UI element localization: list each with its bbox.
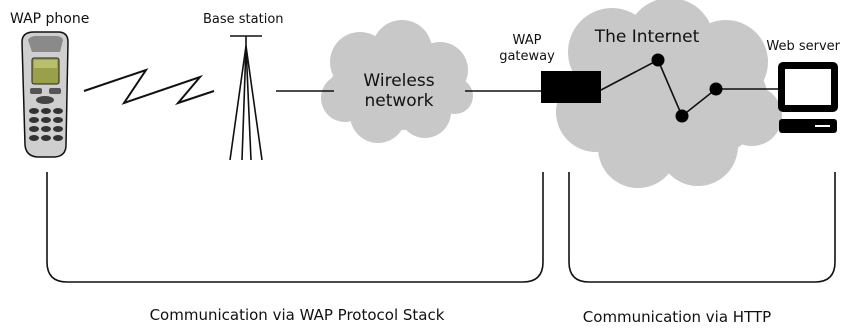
wireless-network-label-line2: network bbox=[364, 91, 433, 111]
wap-gateway-label-line1: WAP bbox=[513, 33, 542, 48]
internet-cloud bbox=[556, 0, 782, 188]
http-span-label: Communication via HTTP bbox=[583, 308, 771, 326]
internet-routing-graph bbox=[600, 53, 780, 123]
mobile-phone-icon bbox=[21, 31, 69, 158]
radio-link-zigzag bbox=[83, 68, 215, 106]
wap-span-label: Communication via WAP Protocol Stack bbox=[150, 306, 445, 324]
wireless-network-label-line1: Wireless bbox=[363, 71, 434, 91]
antenna-tower-icon bbox=[229, 35, 263, 161]
web-server-label: Web server bbox=[766, 39, 840, 54]
wap-gateway-label-line2: gateway bbox=[499, 49, 555, 64]
computer-monitor-icon bbox=[778, 62, 838, 133]
http-span-bracket bbox=[568, 172, 836, 283]
gateway-box-icon bbox=[541, 71, 601, 103]
internet-label: The Internet bbox=[594, 27, 700, 47]
base-station-label: Base station bbox=[203, 12, 284, 27]
router-node bbox=[675, 109, 689, 123]
wireless-network-cloud bbox=[321, 20, 473, 143]
router-node bbox=[651, 53, 665, 67]
router-node bbox=[709, 82, 723, 96]
wap-phone-label: WAP phone bbox=[10, 11, 89, 27]
wap-span-bracket bbox=[46, 172, 544, 283]
